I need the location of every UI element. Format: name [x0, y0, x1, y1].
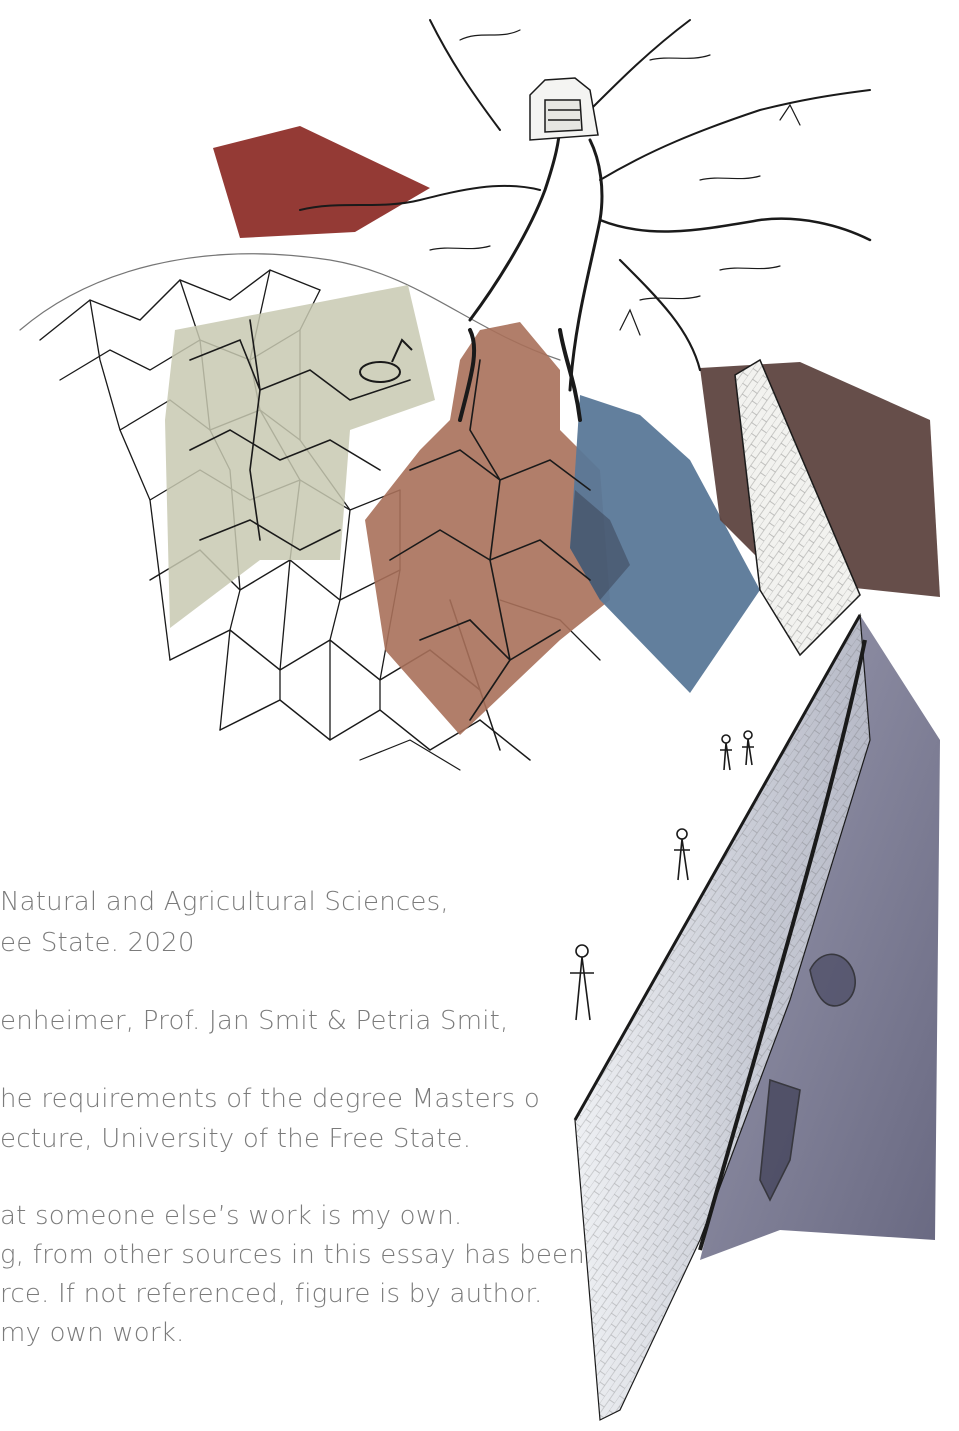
sage-shape [165, 285, 435, 628]
wall-shadow [700, 615, 940, 1260]
terracotta-shape [365, 322, 610, 735]
figures-sketch [570, 730, 856, 1202]
blue-shape [570, 395, 760, 693]
throne-sketch [529, 77, 599, 141]
overlap-dark-shape [570, 490, 630, 600]
stone-sketch [359, 338, 413, 383]
crevasse [299, 19, 872, 422]
red-shape [213, 126, 430, 238]
crack-overlay [189, 319, 591, 721]
